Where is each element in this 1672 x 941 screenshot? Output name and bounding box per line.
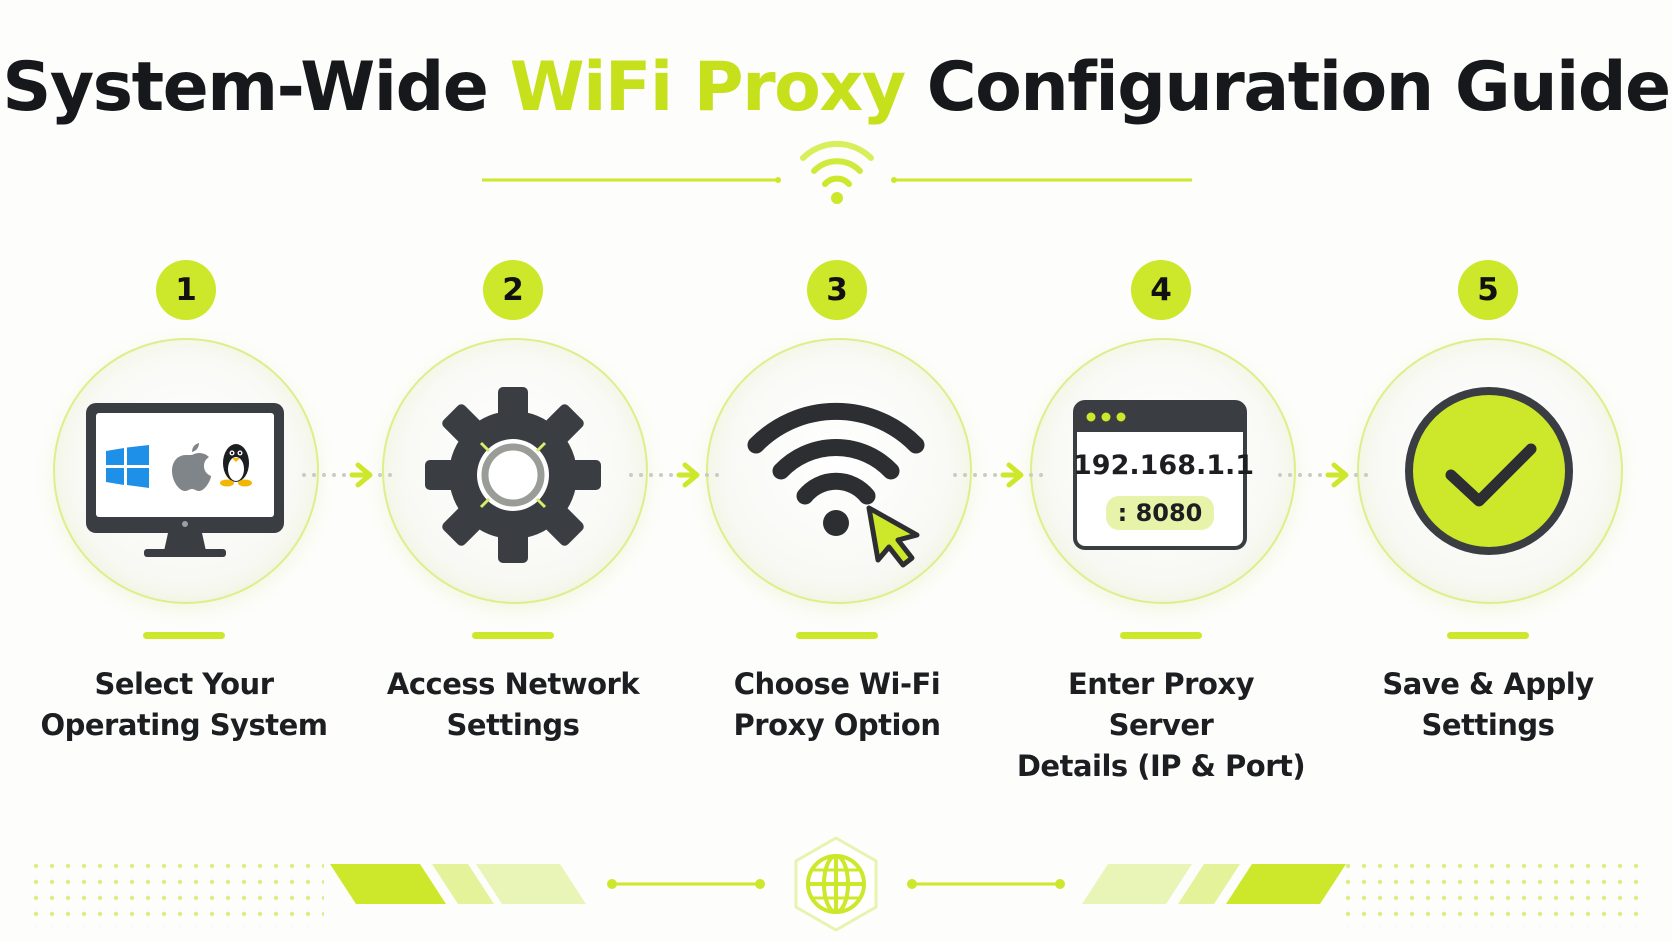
step-label-2-line-2: Settings: [446, 708, 580, 742]
arrow-3-4: [953, 462, 1043, 488]
step-label-2: Access Network Settings: [363, 664, 663, 746]
step-underline-4: [1120, 632, 1202, 639]
globe-icon: [806, 854, 866, 914]
linux-penguin-icon: [220, 444, 252, 487]
step-number-1: 1: [156, 260, 216, 320]
footer-dots-left: [24, 864, 324, 928]
checkmark-icon: [1405, 387, 1573, 555]
title-accent: WiFi Proxy: [509, 48, 907, 127]
step-number-2: 2: [483, 260, 543, 320]
step-number-4: 4: [1131, 260, 1191, 320]
step-circle-3: [706, 338, 972, 604]
step-label-3: Choose Wi-Fi Proxy Option: [687, 664, 987, 746]
arrow-2-3: [629, 462, 719, 488]
step-underline-1: [143, 632, 225, 639]
browser-window-icon: 192.168.1.1 : 8080: [1073, 400, 1255, 550]
ip-address-text: 192.168.1.1: [1073, 450, 1255, 481]
port-text: : 8080: [1117, 499, 1203, 527]
step-number-5: 5: [1458, 260, 1518, 320]
footer-dots-right: [1340, 864, 1650, 928]
step-label-5-line-2: Settings: [1421, 708, 1555, 742]
gear-icon: [425, 387, 601, 563]
page-title: System-Wide WiFi Proxy Configuration Gui…: [0, 48, 1672, 127]
apple-logo-icon: [172, 443, 211, 491]
windows-logo-icon: [106, 445, 149, 488]
step-label-4-line-1: Enter Proxy Server: [1068, 667, 1254, 742]
step-number-3: 3: [807, 260, 867, 320]
footer-decoration: [24, 836, 1650, 932]
step-underline-2: [472, 632, 554, 639]
arrow-4-5: [1278, 462, 1368, 488]
step-underline-3: [796, 632, 878, 639]
arrow-1-2: [302, 462, 392, 488]
wifi-cursor-icon: [747, 402, 925, 568]
step-label-1-line-2: Operating System: [40, 708, 328, 742]
step-label-1-line-1: Select Your: [94, 667, 274, 701]
step-label-3-line-2: Proxy Option: [733, 708, 941, 742]
step-label-3-line-1: Choose Wi-Fi: [733, 667, 941, 701]
step-label-4-line-2: Details (IP & Port): [1016, 749, 1306, 783]
step-label-4: Enter Proxy Server Details (IP & Port): [1011, 664, 1311, 787]
step-label-1: Select Your Operating System: [34, 664, 334, 746]
step-underline-5: [1447, 632, 1529, 639]
step-label-2-line-1: Access Network: [386, 667, 640, 701]
title-part-1: System-Wide: [2, 48, 510, 127]
title-part-2: Configuration Guide: [904, 48, 1671, 127]
wifi-icon: [800, 140, 874, 204]
title-divider: [482, 140, 1192, 204]
step-label-5-line-1: Save & Apply: [1382, 667, 1594, 701]
step-label-5: Save & Apply Settings: [1338, 664, 1638, 746]
monitor-os-icon: [86, 403, 284, 557]
cursor-icon: [866, 505, 920, 568]
